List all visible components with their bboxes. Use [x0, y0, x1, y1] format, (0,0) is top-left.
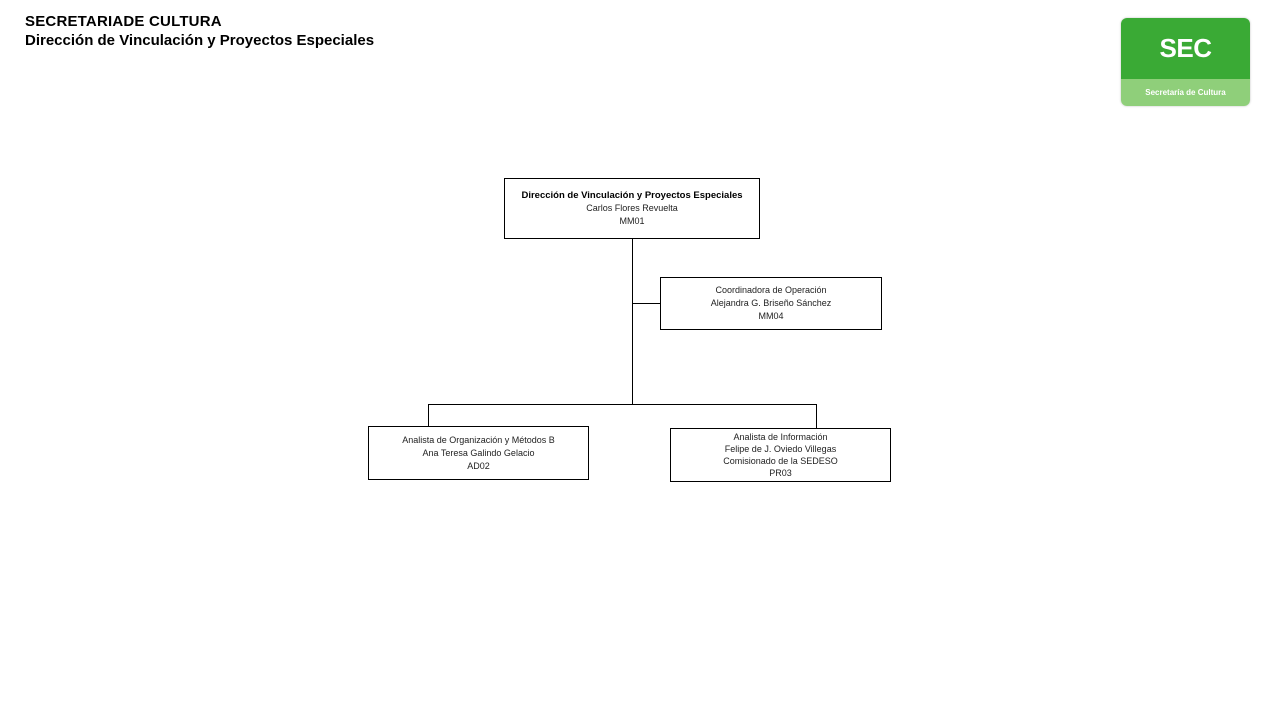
node-director: Dirección de Vinculación y Proyectos Esp… — [504, 178, 760, 239]
node-coordinator-name: Alejandra G. Briseño Sánchez — [710, 298, 832, 308]
connector-horizontal-bar — [428, 404, 817, 405]
node-analyst-left: Analista de Organización y Métodos B Ana… — [368, 426, 589, 480]
department-title: Dirección de Vinculación y Proyectos Esp… — [25, 32, 375, 49]
logo-subtitle: Secretaría de Cultura — [1121, 79, 1250, 106]
node-coordinator: Coordinadora de Operación Alejandra G. B… — [660, 277, 882, 330]
connector-director-trunk — [632, 238, 633, 405]
organization-title: SECRETARIADE CULTURA — [25, 13, 222, 30]
sec-logo: SEC Secretaría de Cultura — [1121, 18, 1250, 106]
node-director-name: Carlos Flores Revuelta — [586, 203, 678, 213]
page-header: SECRETARIADE CULTURA Dirección de Vincul… — [25, 13, 374, 51]
logo-text: SEC — [1121, 18, 1250, 79]
node-analyst-left-name: Ana Teresa Galindo Gelacio — [422, 447, 535, 458]
node-analyst-right-title: Analista de Información — [733, 432, 828, 442]
node-analyst-right: Analista de Información Felipe de J. Ovi… — [670, 428, 891, 482]
node-analyst-left-code: AD02 — [467, 460, 490, 471]
connector-analyst-right — [816, 404, 817, 429]
node-analyst-right-name: Felipe de J. Oviedo Villegas — [724, 444, 837, 454]
node-analyst-left-title: Analista de Organización y Métodos B — [402, 434, 555, 445]
node-coordinator-title: Coordinadora de Operación — [715, 285, 827, 295]
connector-coordinator — [632, 303, 661, 304]
node-director-title: Dirección de Vinculación y Proyectos Esp… — [521, 190, 743, 201]
node-director-code: MM01 — [619, 216, 645, 226]
connector-analyst-left — [428, 404, 429, 427]
node-analyst-right-code: PR03 — [769, 468, 792, 478]
node-analyst-right-note: Comisionado de la SEDESO — [723, 456, 838, 466]
node-coordinator-code: MM04 — [758, 311, 784, 321]
